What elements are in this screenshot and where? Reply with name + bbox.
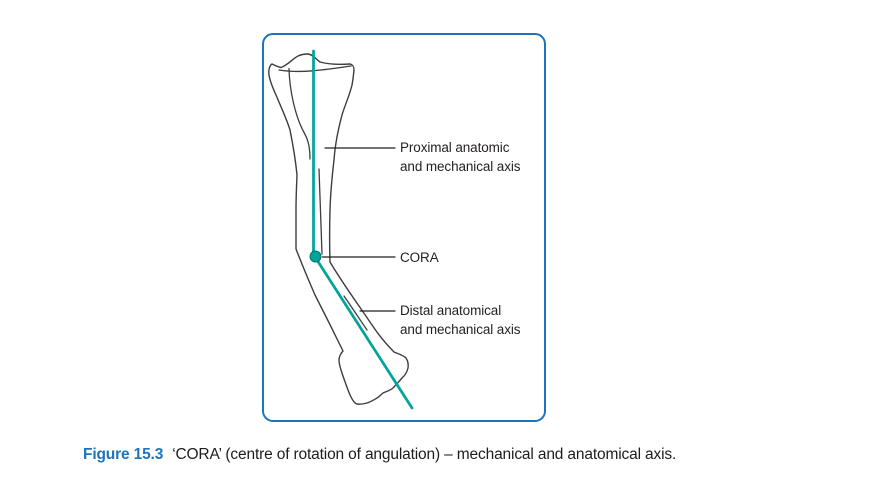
tibia-bone-outline — [268, 53, 409, 405]
distal-axis-line — [315, 258, 414, 410]
inner-cortex-right-line — [318, 168, 323, 255]
figure-caption-text: ‘CORA’ (centre of rotation of angulation… — [172, 446, 677, 463]
proximal-axis-label-line1: Proximal anatomic — [400, 140, 510, 155]
tibial-plateau-line — [278, 65, 352, 73]
distal-axis-label-line2: and mechanical axis — [400, 322, 521, 337]
inner-cortex-left-line — [288, 67, 311, 160]
cora-point-icon — [309, 250, 322, 263]
figure-number: Figure 15.3 — [83, 446, 164, 463]
figure-caption: Figure 15.3 ‘CORA’ (centre of rotation of… — [83, 445, 676, 465]
proximal-axis-label: Proximal anatomic and mechanical axis — [400, 138, 521, 176]
proximal-axis-label-line2: and mechanical axis — [400, 159, 521, 174]
distal-axis-label: Distal anatomical and mechanical axis — [400, 301, 521, 339]
inner-cortex-distal-line — [343, 295, 368, 331]
figure-panel-border — [262, 33, 546, 422]
cora-label: CORA — [400, 250, 439, 265]
distal-axis-label-line1: Distal anatomical — [400, 303, 502, 318]
